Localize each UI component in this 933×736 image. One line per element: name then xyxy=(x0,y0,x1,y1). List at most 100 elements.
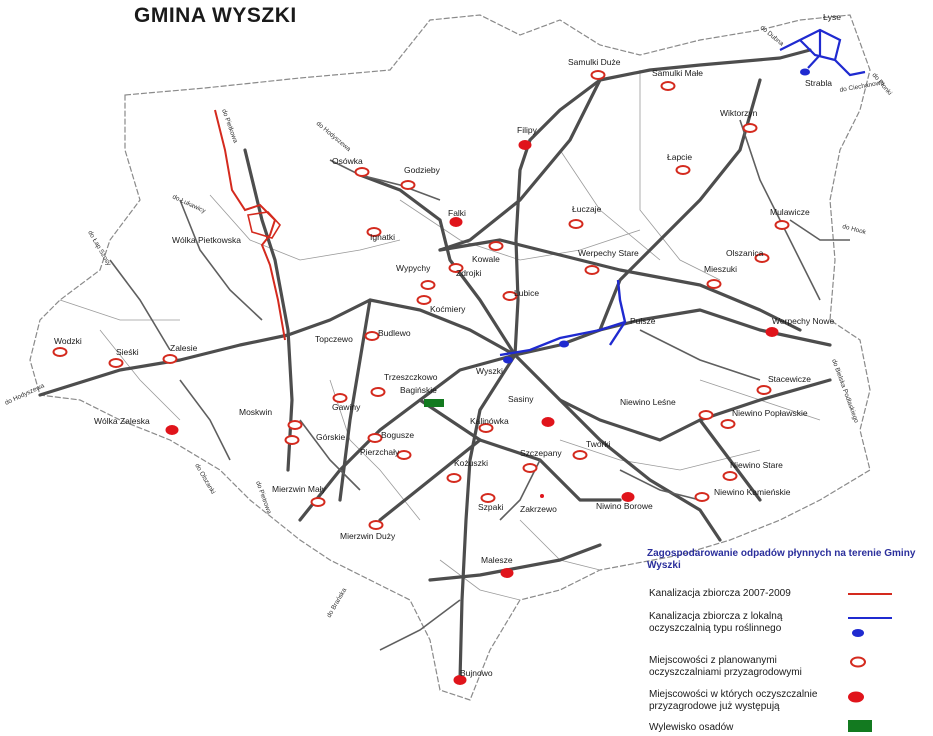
planned-plant-marker xyxy=(660,81,676,91)
planned-plant-marker xyxy=(742,123,758,133)
locality-label: Godzieby xyxy=(404,165,441,175)
locality-label: Stacewicze xyxy=(768,374,811,384)
road-label: do Hodyszewa xyxy=(315,120,352,153)
road-label: do Hook xyxy=(841,223,867,236)
planned-plant-marker xyxy=(572,450,588,460)
locality-label: Łyse xyxy=(823,12,841,22)
locality-label: Szpaki xyxy=(478,502,504,512)
locality-label: Niewino Stare xyxy=(730,460,783,470)
locality-label: Zdrojki xyxy=(456,268,482,278)
planned-plant-marker xyxy=(590,70,606,80)
planned-plant-marker xyxy=(354,167,370,177)
planned-plant-marker xyxy=(675,165,691,175)
small-marker xyxy=(540,494,544,498)
planned-plant-marker xyxy=(367,433,383,443)
locality-label: Wólka Pietkowska xyxy=(172,235,241,245)
planned-plant-marker xyxy=(420,280,436,290)
planned-plant-marker xyxy=(416,295,432,305)
locality-label: Filipy xyxy=(517,125,538,135)
locality-label: Pierzchały xyxy=(360,447,400,457)
locality-label: Gawiny xyxy=(332,402,361,412)
legend-title: Zagospodarowanie odpadów płynnych na ter… xyxy=(647,548,916,571)
planned-plant-marker xyxy=(706,279,722,289)
locality-label: Sieśki xyxy=(116,347,139,357)
locality-label: Werpechy Stare xyxy=(578,248,639,258)
planned-plant-marker xyxy=(698,410,714,420)
locality-label: Kowale xyxy=(472,254,500,264)
locality-label: Bogusze xyxy=(381,430,414,440)
sewer-red-loop xyxy=(247,211,281,239)
locality-label: Pulsze xyxy=(630,316,656,326)
local-plant-marker xyxy=(800,68,810,76)
planned-plant-marker xyxy=(368,520,384,530)
planned-plant-marker xyxy=(370,387,386,397)
locality-label: Trzeszczkowo xyxy=(384,372,438,382)
existing-plant-marker xyxy=(541,417,555,427)
planned-plant-marker xyxy=(480,493,496,503)
locality-label: Tworki xyxy=(586,439,611,449)
planned-plant-marker xyxy=(332,393,348,403)
locality-label: Zalesie xyxy=(170,343,198,353)
locality-label: Wodzki xyxy=(54,336,82,346)
locality-label: Falki xyxy=(448,208,466,218)
sewer-blue-line xyxy=(499,279,627,357)
planned-plant-marker xyxy=(502,291,518,301)
locality-label: Wólka Zaleska xyxy=(94,416,150,426)
planned-plant-marker xyxy=(568,219,584,229)
locality-label: Olszanica xyxy=(726,248,764,258)
locality-label: Samulki Małe xyxy=(652,68,703,78)
locality-label: Lubice xyxy=(514,288,539,298)
locality-label: Wiktorzyn xyxy=(720,108,758,118)
road-label: do Brańska xyxy=(326,587,349,619)
planned-plant-marker xyxy=(756,385,772,395)
locality-label: Koćmiery xyxy=(430,304,466,314)
planned-plant-marker xyxy=(400,180,416,190)
planned-plant-marker xyxy=(584,265,600,275)
locality-label: Kalinówka xyxy=(470,416,509,426)
planned-plant-marker xyxy=(287,420,303,430)
planned-plant-marker xyxy=(754,253,770,263)
existing-plant-marker xyxy=(765,327,779,337)
locality-label: Górskie xyxy=(316,432,346,442)
locality-label: Malesze xyxy=(481,555,513,565)
planned-plant-marker xyxy=(396,450,412,460)
legend-blue-dot-symbol xyxy=(852,629,864,637)
locality-label: Niewino Popławskie xyxy=(732,408,808,418)
planned-plant-marker xyxy=(478,423,494,433)
planned-plant-marker xyxy=(774,220,790,230)
legend-red-ring-symbol xyxy=(850,656,866,668)
existing-plant-marker xyxy=(165,425,179,435)
existing-plant-marker xyxy=(453,675,467,685)
road-label: do Bielska Podlaskiego xyxy=(830,358,860,424)
commune-boundary xyxy=(29,14,871,701)
locality-label: Sasiny xyxy=(508,394,534,404)
planned-plant-marker xyxy=(522,463,538,473)
legend-red-dot-symbol xyxy=(848,691,864,703)
road-label: do Ciechanowa xyxy=(839,79,885,94)
legend-item-green-rect: Wylewisko osadów xyxy=(649,722,734,733)
locality-label: Osówka xyxy=(332,156,363,166)
locality-label: Niwino Borowe xyxy=(596,501,653,511)
planned-plant-marker xyxy=(366,227,382,237)
locality-label: Niewino Kamieńskie xyxy=(714,487,791,497)
planned-plant-marker xyxy=(284,435,300,445)
locality-label: Bujnowo xyxy=(460,668,493,678)
sewer-blue-strabla xyxy=(779,28,866,77)
planned-plant-marker xyxy=(694,492,710,502)
legend-item-red-line: Kanalizacja zbiorcza 2007-2009 xyxy=(649,588,791,599)
existing-plant-marker xyxy=(449,217,463,227)
planned-plant-marker xyxy=(488,241,504,251)
existing-plant-marker xyxy=(500,568,514,578)
locality-label: Mierzwin Duży xyxy=(340,531,396,541)
locality-label: Szczepany xyxy=(520,448,562,458)
locality-label: Strabla xyxy=(805,78,832,88)
planned-plant-marker xyxy=(448,263,464,273)
road-label: do Dubna xyxy=(759,24,785,48)
locality-label: Bagińskie xyxy=(400,385,437,395)
locality-label: Mulawicze xyxy=(770,207,810,217)
planned-plant-marker xyxy=(108,358,124,368)
locality-label: Zakrzewo xyxy=(520,504,557,514)
planned-plant-marker xyxy=(722,471,738,481)
